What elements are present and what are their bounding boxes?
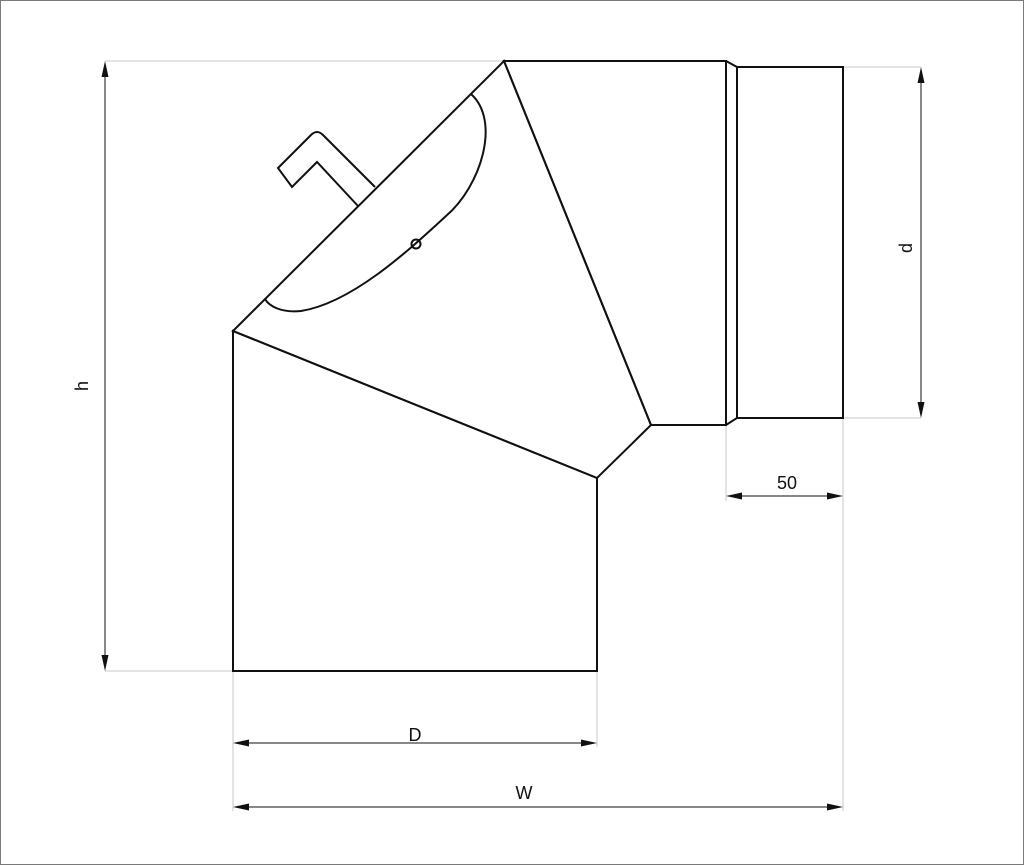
socket-arrow-right-icon [827,492,843,500]
damper-pivot-icon [410,238,422,250]
inlet-segment [232,329,598,672]
d-arrow-bottom-icon [917,402,925,418]
outlet-spigot [736,66,844,419]
reducer-step [725,60,738,426]
W-label: W [516,783,533,803]
W-arrow-right-icon [827,803,843,811]
h-arrow-top-icon [101,61,109,77]
dimension-50: 50 [726,473,843,500]
socket-arrow-left-icon [726,492,742,500]
dimension-d: d [896,67,925,418]
h-label: h [72,381,92,391]
D-label: D [409,725,422,745]
W-arrow-left-icon [233,803,249,811]
d-arrow-top-icon [917,67,925,83]
dimension-W: W [233,783,843,811]
damper-handle [276,131,376,207]
socket-length-label: 50 [777,473,797,493]
elbow-pipe [231,59,844,672]
h-arrow-bottom-icon [101,655,109,671]
damper-disk [264,93,487,313]
dimension-h: h [72,61,109,671]
d-label: d [896,243,916,253]
outlet-segment [502,60,727,426]
D-arrow-right-icon [581,739,597,747]
extension-lines [105,60,921,811]
dimension-D: D [233,725,597,747]
D-arrow-left-icon [233,739,249,747]
